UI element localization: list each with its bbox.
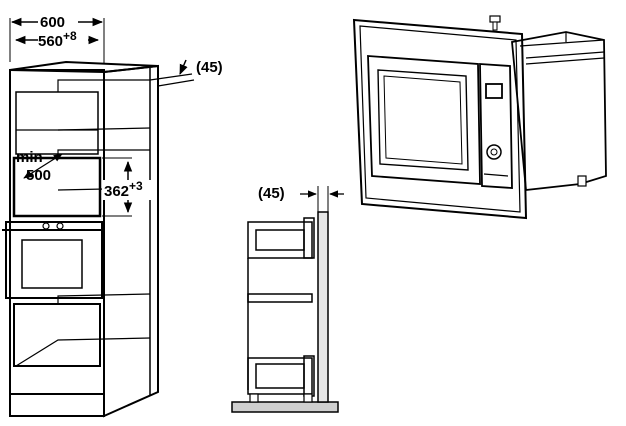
dim-min-label: min [16,149,43,166]
floor [231,401,339,413]
microwave-door [367,55,481,185]
control-knob [486,144,502,160]
lower-compartment [13,303,101,367]
dim-362-label: 362 [104,183,129,200]
dimension-560: 560+8 [14,29,100,50]
dim-45-side-label: (45) [258,185,285,202]
dimension-362: 362+3 [102,157,152,217]
dim-560-tolerance: +8 [63,29,77,43]
built-in-microwave [352,15,607,220]
cabinet-front [9,69,105,417]
side-section-view: (45) [231,185,344,413]
mounting-screw [489,15,501,31]
dim-600-label: 600 [40,14,65,31]
dim-362-tolerance: +3 [129,179,143,193]
display [485,83,503,99]
svg-text:362+3: 362+3 [104,179,143,200]
control-panel [479,63,513,189]
dim-560-label: 560 [38,33,63,50]
side-panel [317,211,329,403]
upper-compartment [15,91,99,155]
svg-text:560+8: 560+8 [38,29,77,50]
tall-cabinet [2,60,159,418]
dimension-45-top: (45) [149,59,223,87]
dim-45-top-label: (45) [196,59,223,76]
dimension-600: 600 [9,12,105,64]
dimension-min-500: min 500 [16,149,63,184]
oven [2,221,104,299]
microwave-frame [352,18,528,220]
